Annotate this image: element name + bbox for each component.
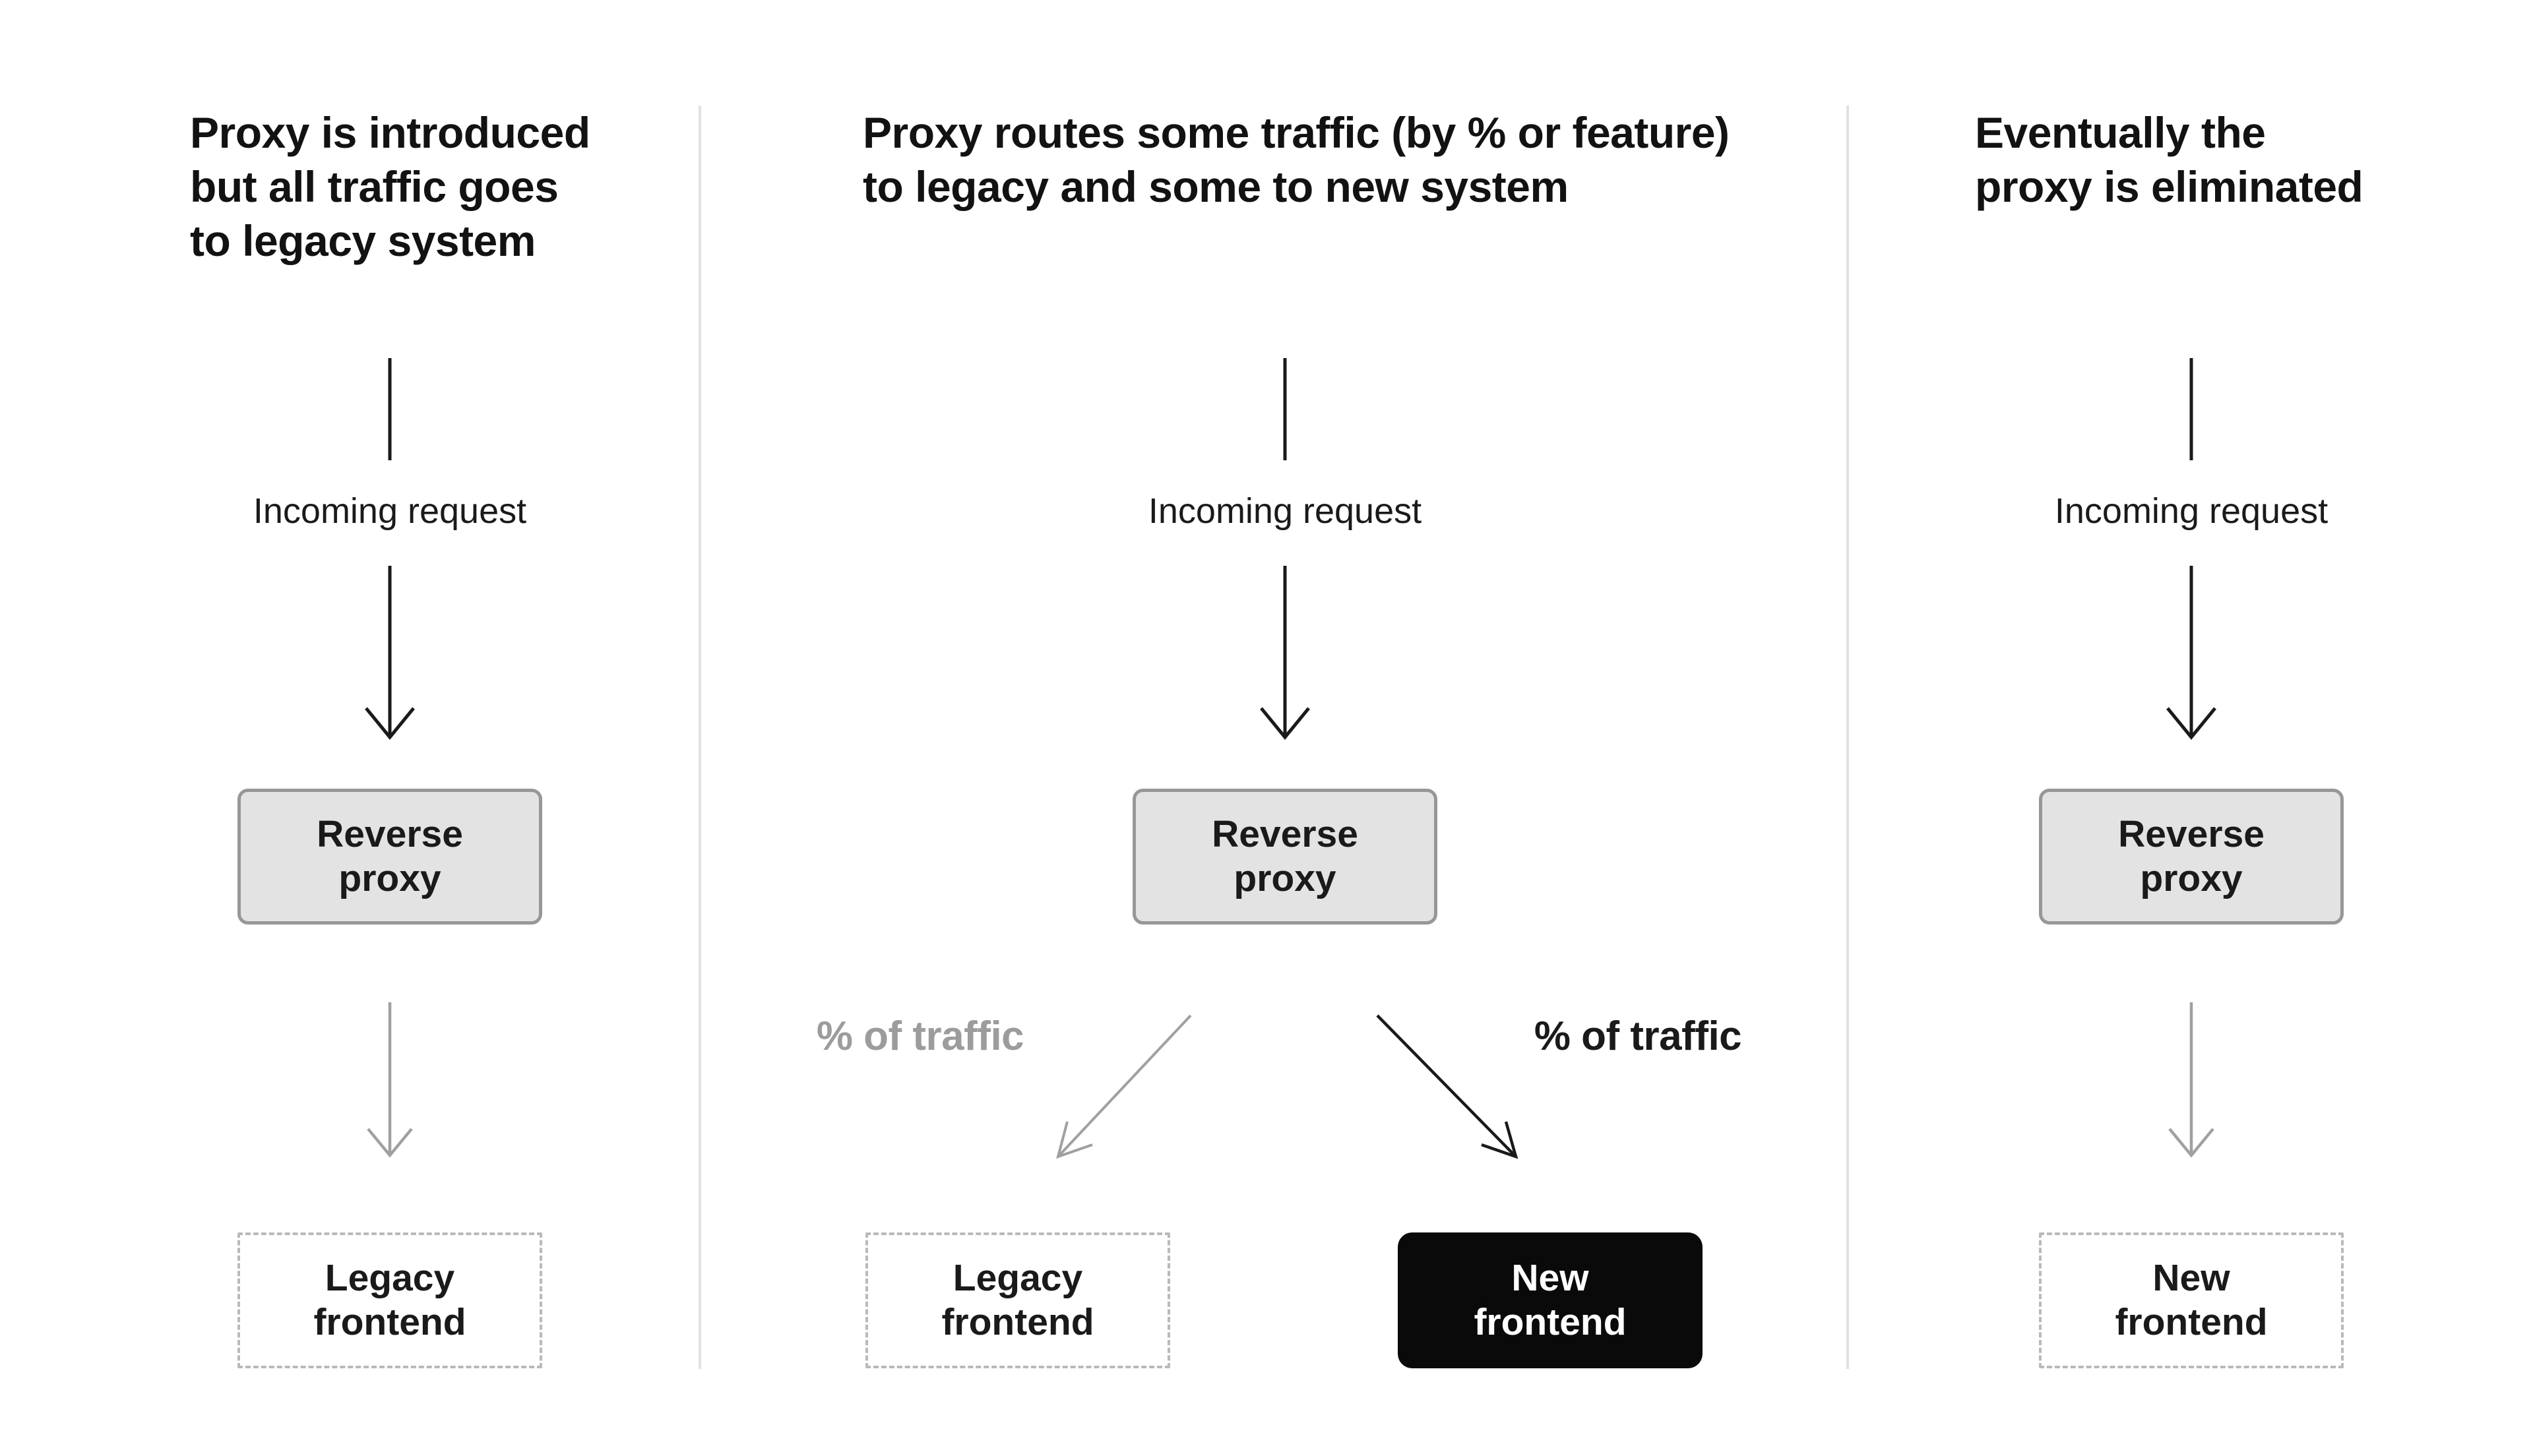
stage-3-reverse-proxy-box: Reverse proxy	[2039, 789, 2344, 925]
stage-1-incoming-request-label: Incoming request	[253, 491, 527, 531]
stage-2-traffic-percent-label-legacy: % of traffic	[816, 1014, 1024, 1059]
stage-2-title: Proxy routes some traffic (by % or featu…	[863, 108, 1730, 211]
stage-1-title: Proxy is introduced but all traffic goes…	[190, 108, 590, 265]
stage-1-legacy-frontend-box: Legacy frontend	[237, 1232, 542, 1368]
panel-divider-1	[699, 106, 701, 1369]
stage-2-incoming-request-label: Incoming request	[1148, 491, 1422, 531]
stage-3-incoming-request-label: Incoming request	[2054, 491, 2329, 531]
stage-3-title: Eventually the proxy is eliminated	[1975, 108, 2363, 211]
stage-2-reverse-proxy-box: Reverse proxy	[1133, 789, 1437, 925]
stage-1-reverse-proxy-box: Reverse proxy	[237, 789, 542, 925]
stage-2-legacy-frontend-box: Legacy frontend	[865, 1232, 1170, 1368]
stage-3-new-frontend-box: New frontend	[2039, 1232, 2344, 1368]
stage-2-traffic-percent-label-new: % of traffic	[1534, 1014, 1742, 1059]
stage-2-new-frontend-box: New frontend	[1398, 1232, 1703, 1368]
panel-divider-2	[1846, 106, 1849, 1369]
